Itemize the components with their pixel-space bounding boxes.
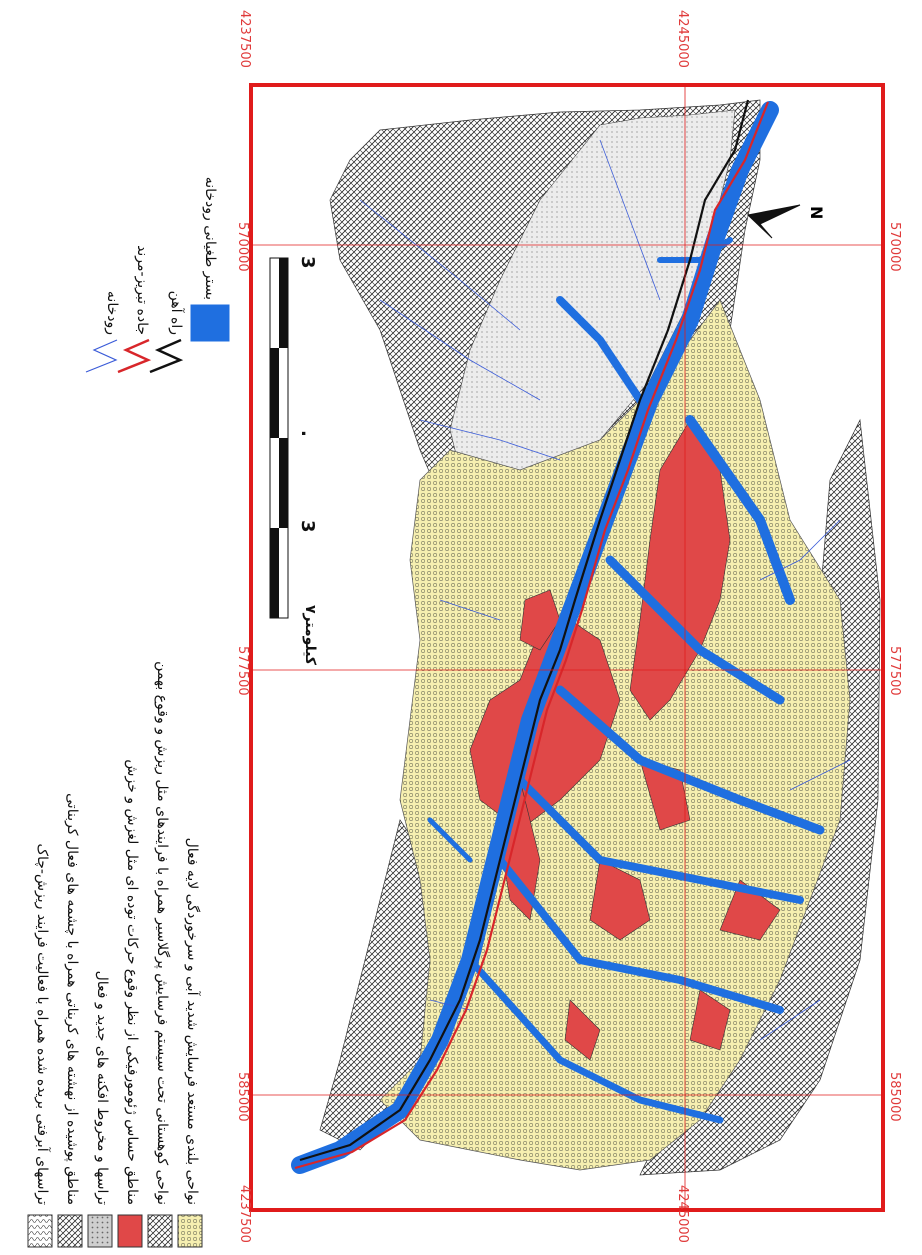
legend-alluvial-label: تراسهای آبرفتی بریده شده همراه با فعالیت… xyxy=(34,843,50,1205)
legend-swatch-floodplain xyxy=(190,304,230,342)
legend-swatches xyxy=(27,304,230,1248)
legend-swatch-river xyxy=(85,339,118,373)
legend-mountain-label: نواحی کوهستانی تحت سیستم فرسایش پرگلاسیر… xyxy=(154,661,170,1205)
mass-movement-zone-5 xyxy=(719,879,781,941)
legend-road-label: جاده تبریز-مرند xyxy=(134,245,150,335)
north-label: N xyxy=(807,206,826,220)
legend-swatch-sensitive xyxy=(117,1214,143,1248)
floodplain-branch-3 xyxy=(555,685,825,835)
north-arrow-icon xyxy=(746,204,801,239)
legend-floodplain-label: بستر طغیانی رودخانه xyxy=(202,176,218,300)
mass-movement-zone-8 xyxy=(564,999,601,1061)
legend-swatch-railway xyxy=(149,338,184,374)
legend-swatch-alluvial xyxy=(27,1214,53,1248)
floodplain-branch-2 xyxy=(605,555,785,705)
legend-swatch-erosion xyxy=(177,1214,203,1248)
legend-swatch-road xyxy=(117,338,152,374)
coord-label-right-585000: 585000 xyxy=(887,1072,902,1122)
scale-bar-segment-1 xyxy=(279,258,288,348)
legend-swatch-mountain xyxy=(147,1214,173,1248)
floodplain-branch-1 xyxy=(685,415,795,605)
scale-bar-segment-4 xyxy=(270,528,279,618)
coord-label-left-570000: 570000 xyxy=(235,222,250,272)
scale-label-1: . xyxy=(297,430,318,437)
coord-label-bottom-center: 4245000 xyxy=(675,1185,690,1243)
coord-label-left-577500: 577500 xyxy=(235,646,250,696)
map-frame xyxy=(249,83,885,1212)
coord-label-top-center: 4245000 xyxy=(675,10,690,68)
scale-bar-segment-3 xyxy=(279,438,288,528)
floodplain-branch-5 xyxy=(496,856,784,1014)
coord-label-top-left: 4237500 xyxy=(237,10,252,68)
scale-bar-segment-2 xyxy=(270,348,279,438)
floodplain-branch-4 xyxy=(516,776,804,904)
railway-line xyxy=(299,99,750,1162)
scale-label-0: 3 xyxy=(297,256,318,269)
tabriz-marand-road xyxy=(294,101,770,1170)
floodplain-branch-7 xyxy=(556,296,644,404)
mass-movement-zone-9 xyxy=(689,989,731,1051)
north-arrow xyxy=(746,204,801,239)
mass-movement-zone-3 xyxy=(519,589,561,651)
coord-label-bottom-left: 4237500 xyxy=(237,1185,252,1243)
streams xyxy=(359,139,851,1041)
legend-swatch-terrace xyxy=(87,1214,113,1248)
legend-terrace-label: تراسها و مخروط افکنه های جدید و فعال xyxy=(94,970,110,1205)
coord-label-left-585000: 585000 xyxy=(235,1072,250,1122)
legend-sensitive-label: مناطق حساس ژئومورفیکی از نظر وقوع حرکات … xyxy=(124,759,140,1205)
coord-label-right-577500: 577500 xyxy=(887,646,902,696)
legend-carbonate-label: مناطق پوشیده از نهشته های کربناتی همراه … xyxy=(64,793,80,1205)
coordinate-grid xyxy=(251,85,883,1210)
legend-erosion-label: نواحی بلندی مستعد فرسایش شدید آبی و سرخو… xyxy=(184,837,200,1205)
scale-label-2: 3 xyxy=(297,520,318,533)
floodplain-branch-9 xyxy=(427,817,473,863)
legend-river-label: رودخانه xyxy=(104,290,120,335)
mass-movement-zone-6 xyxy=(589,859,651,941)
scale-label-3: کیلومتر۷ xyxy=(302,605,318,665)
floodplain-branch-6 xyxy=(466,956,724,1124)
scale-bar xyxy=(269,257,289,619)
mass-movement-zone-1 xyxy=(629,419,731,721)
coord-label-right-570000: 570000 xyxy=(887,222,902,272)
legend-railway-label: راه آهن xyxy=(168,290,184,335)
floodplain-branch-8 xyxy=(657,237,733,263)
legend-swatch-carbonate xyxy=(57,1214,83,1248)
